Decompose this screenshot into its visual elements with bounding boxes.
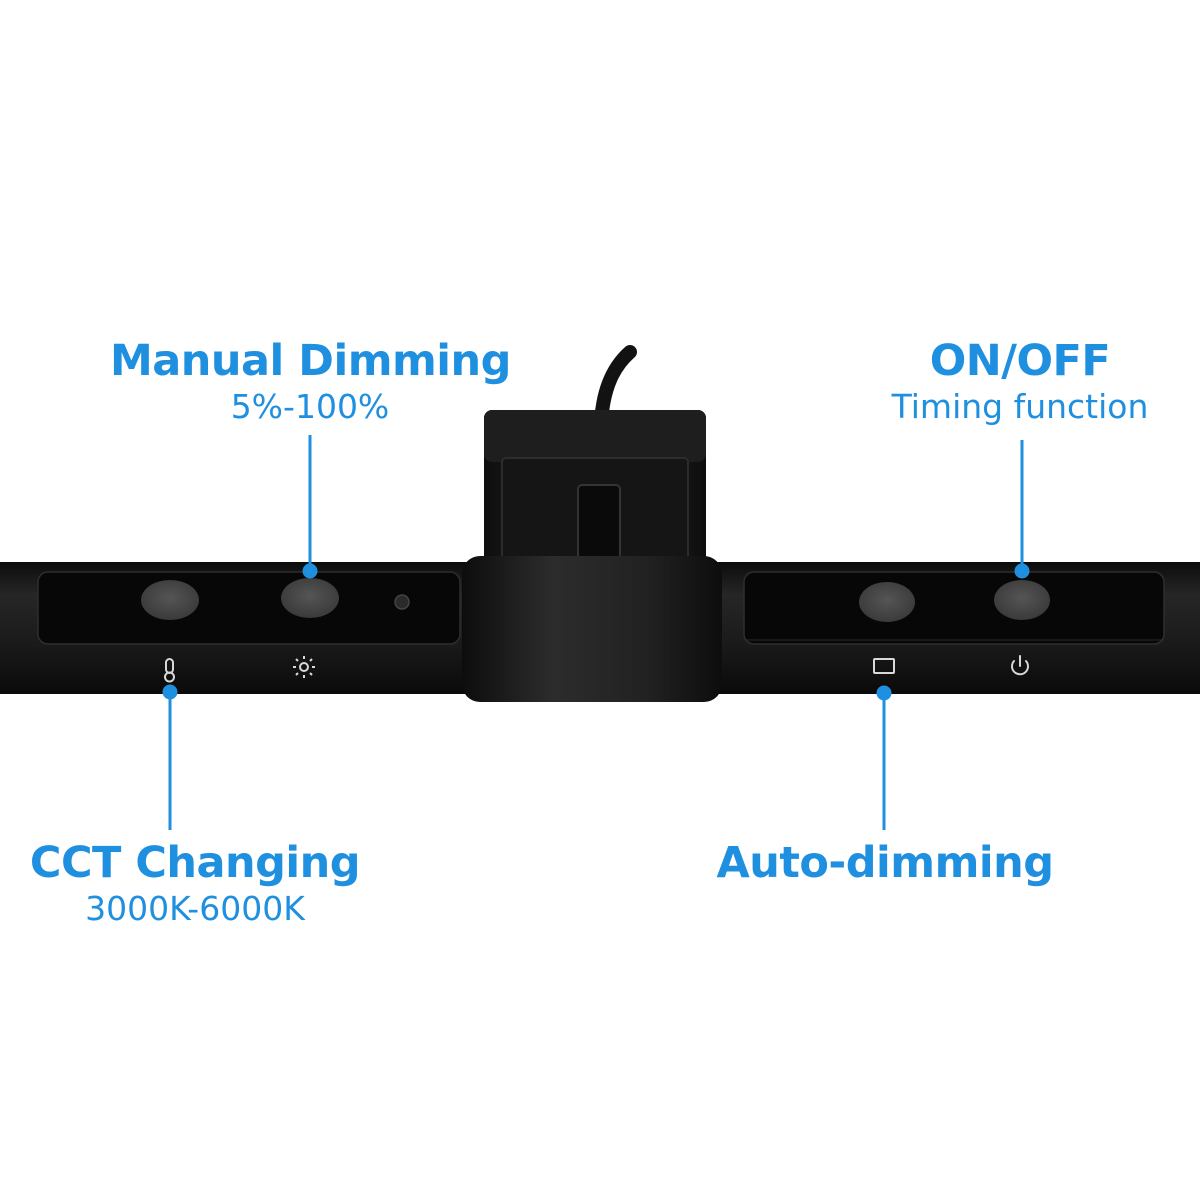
manual-dimming-button	[281, 578, 339, 618]
on-off-subtitle: Timing function	[891, 387, 1149, 427]
cct-button	[141, 580, 199, 620]
monitor-icon	[873, 658, 895, 674]
on-off-callout: ON/OFF Timing function	[870, 336, 1170, 427]
manual-dimming-range: 5%-100%	[230, 387, 390, 427]
cct-changing-callout: CCT Changing 3000K-6000K	[20, 838, 370, 929]
manual-dimming-title: Manual Dimming	[110, 336, 511, 386]
auto-dimming-callout: Auto-dimming	[700, 838, 1070, 888]
auto-dimming-button	[859, 582, 915, 622]
auto-dimming-title: Auto-dimming	[716, 838, 1054, 888]
power-button	[994, 580, 1050, 620]
on-off-title: ON/OFF	[929, 336, 1111, 386]
light-sensor	[394, 594, 410, 610]
cct-changing-range: 3000K-6000K	[85, 889, 305, 929]
power-icon	[1011, 655, 1029, 676]
thermometer-icon	[164, 658, 175, 683]
cct-changing-title: CCT Changing	[29, 838, 361, 888]
center-sleeve	[462, 556, 722, 702]
manual-dimming-callout: Manual Dimming 5%-100%	[110, 336, 511, 427]
sun-icon	[293, 656, 315, 678]
leader-lines	[162, 435, 1030, 830]
monitor-clamp	[484, 410, 706, 588]
